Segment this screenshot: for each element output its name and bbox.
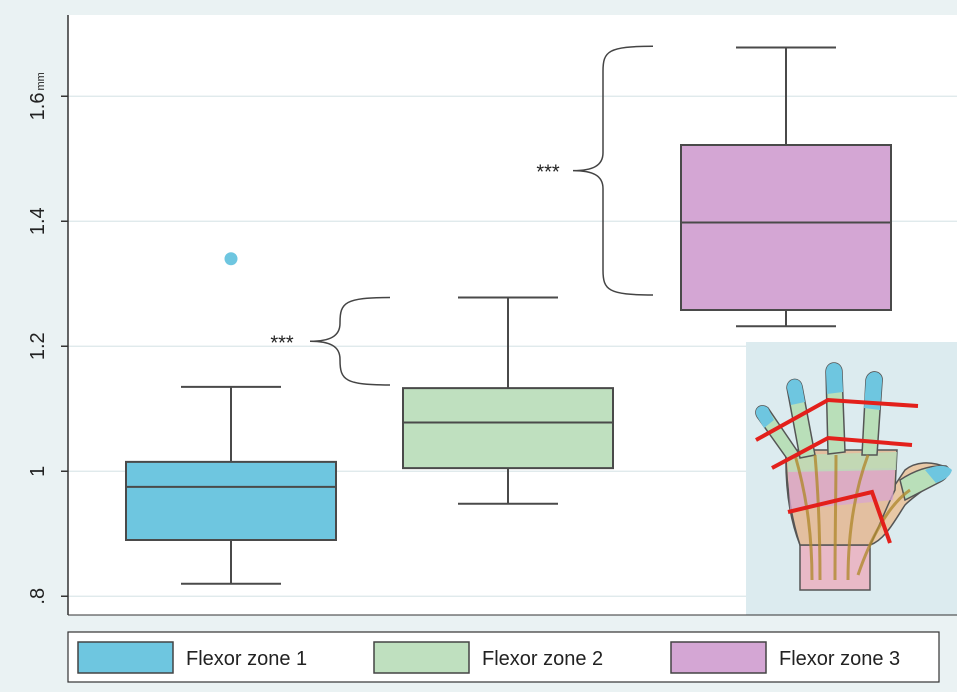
legend-label: Flexor zone 3 — [779, 648, 900, 670]
significance-label: *** — [536, 162, 560, 184]
iqr-box — [402, 387, 614, 470]
significance-brace — [572, 45, 654, 296]
y-axis: .8 1 1.2 1.4 1.6mm — [27, 15, 69, 615]
iqr-box — [125, 460, 337, 541]
box-series — [125, 46, 892, 585]
significance-annotations: *** *** — [270, 45, 654, 386]
box-flexor-zone-3 — [680, 46, 892, 328]
legend-swatch — [670, 641, 767, 674]
legend-label: Flexor zone 2 — [482, 648, 603, 670]
legend-swatch — [77, 641, 174, 674]
iqr-box — [680, 144, 892, 311]
y-tick-label: 1.2 — [27, 332, 49, 360]
legend-box — [67, 631, 940, 683]
box-flexor-zone-1 — [125, 252, 337, 585]
y-tick-label: 1.4 — [27, 207, 49, 235]
y-tick-label: 1 — [27, 466, 49, 477]
y-tick-label: .8 — [27, 588, 49, 605]
y-tick-label: 1.6mm — [27, 72, 49, 120]
legend: Flexor zone 1 Flexor zone 2 Flexor zone 3 — [67, 631, 940, 683]
legend-swatch — [373, 641, 470, 674]
outlier-point — [224, 252, 238, 266]
legend-label: Flexor zone 1 — [186, 648, 307, 670]
box-flexor-zone-2 — [402, 296, 614, 505]
significance-label: *** — [270, 332, 294, 354]
significance-brace — [309, 296, 391, 386]
hand-flexor-zones-icon — [746, 342, 957, 615]
